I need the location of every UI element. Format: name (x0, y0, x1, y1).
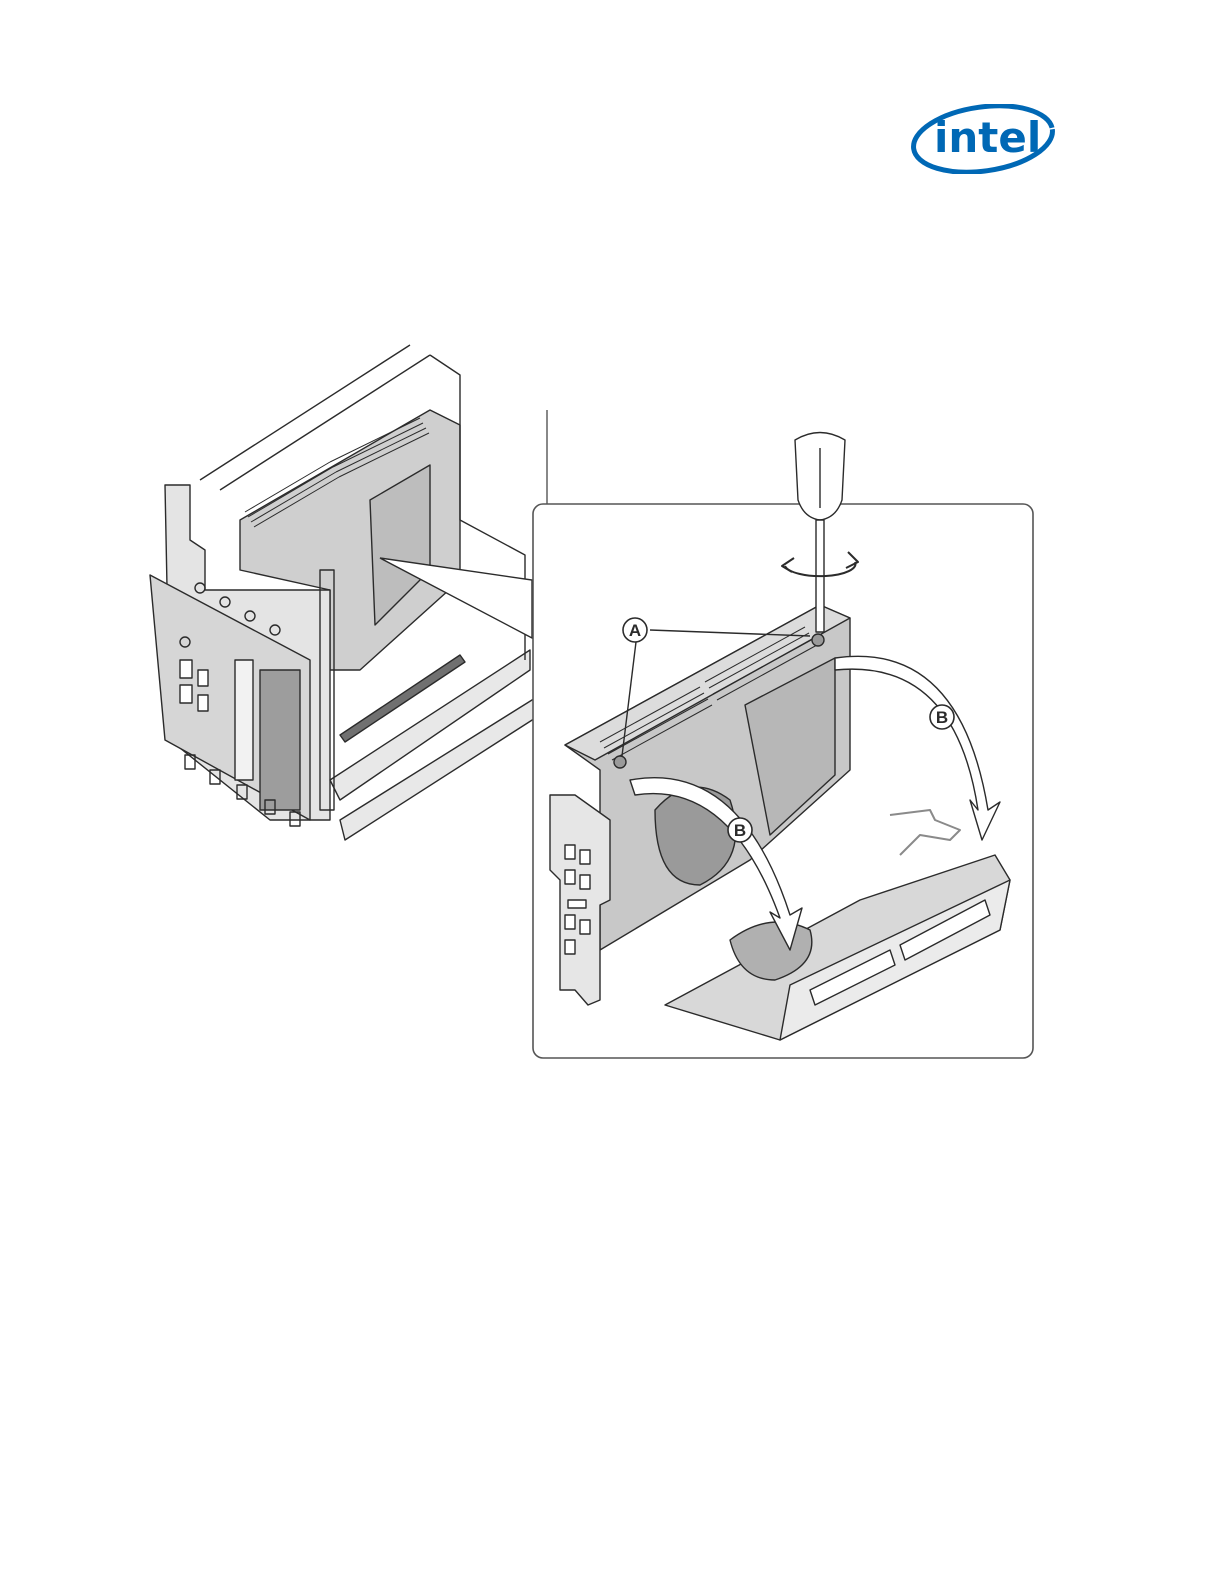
screw-a-left (614, 756, 626, 768)
callout-b-right-label: B (936, 708, 948, 727)
callout-b-right: B (930, 705, 954, 729)
intel-logo: intel (910, 104, 1056, 174)
callout-b-left-label: B (734, 821, 746, 840)
screw-a-top (812, 634, 824, 646)
callout-b-left: B (728, 818, 752, 842)
intel-logo-wordmark: intel (934, 113, 1041, 162)
chassis-back-rail (430, 355, 460, 400)
gpu-installation-figure: A B B (130, 340, 1050, 1080)
callout-a-label: A (629, 621, 641, 640)
callout-a: A (623, 618, 647, 642)
